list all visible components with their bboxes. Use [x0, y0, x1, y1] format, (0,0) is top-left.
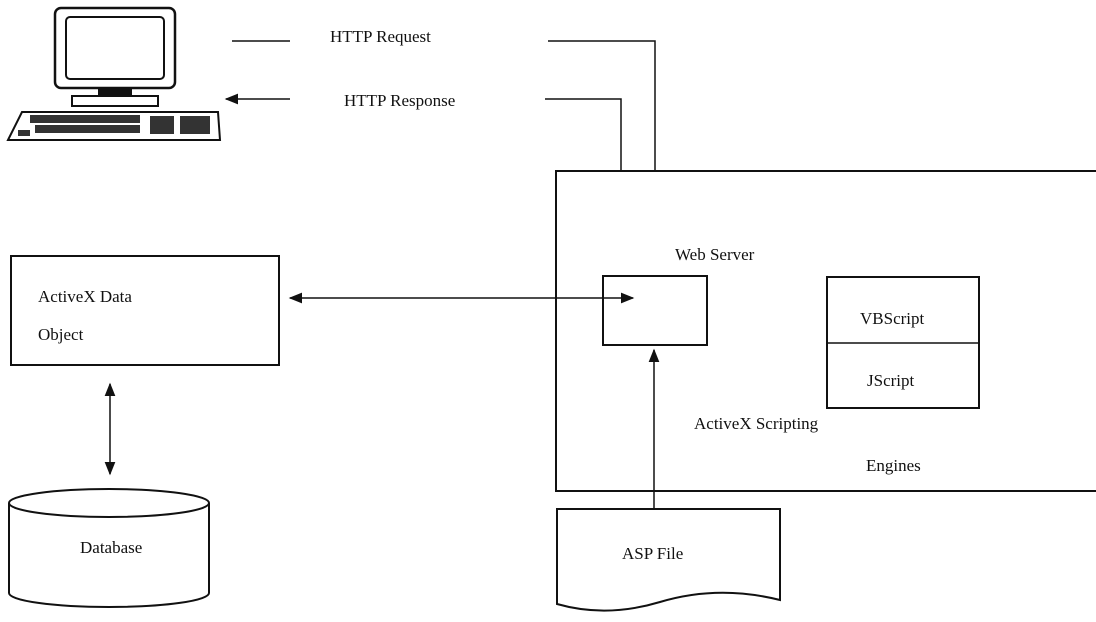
http-response-label: HTTP Response — [344, 91, 455, 110]
database-cylinder-icon — [8, 488, 210, 608]
web-server-label: Web Server — [675, 245, 755, 264]
asp-file-label: ASP File — [622, 544, 683, 563]
engines-label: Engines — [866, 456, 921, 475]
activex-scripting-label: ActiveX Scripting — [694, 414, 819, 433]
http-request-label: HTTP Request — [330, 27, 431, 46]
document-icon — [556, 508, 781, 612]
activex-data-object-box — [10, 255, 280, 366]
jscript-label: JScript — [867, 371, 915, 390]
activex-data-label-line1: ActiveX Data — [38, 287, 132, 306]
vbscript-label: VBScript — [860, 309, 925, 328]
asp-engine-box — [602, 275, 708, 346]
database-label: Database — [80, 538, 142, 557]
activex-data-label-line2: Object — [38, 325, 84, 344]
computer-terminal-icon — [6, 6, 222, 141]
